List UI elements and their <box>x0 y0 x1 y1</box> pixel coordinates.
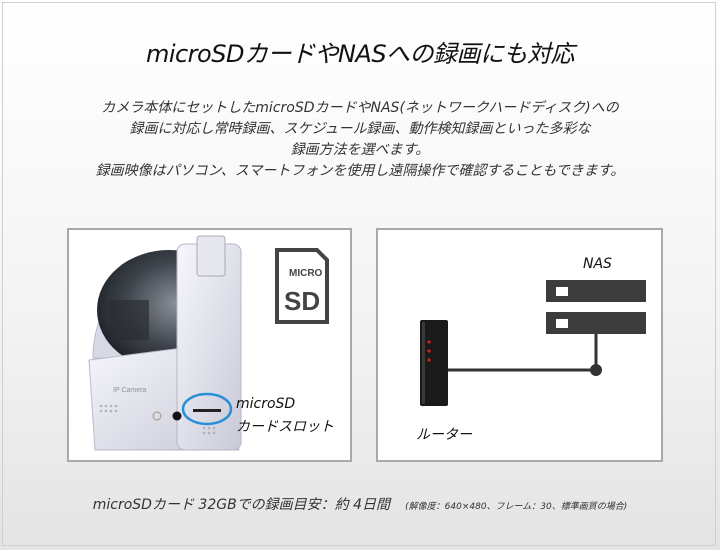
network-diagram <box>420 280 646 406</box>
speaker-grille <box>99 404 216 435</box>
recording-estimate: microSDカード 32GBでの録画目安：約 4日間 <box>92 497 391 513</box>
description-line: 録画に対応し常時録画、スケジュール録画、動作検知録画といった多彩な <box>129 121 591 137</box>
router-icon <box>420 320 448 406</box>
camera-brand-text: IP Camera <box>113 387 146 394</box>
camera-panel: IP Camera MICRO SD microSD カードスロット <box>67 228 352 462</box>
description-line: 録画方法を選べます。 <box>290 142 430 158</box>
router-label: ルーター <box>416 427 472 443</box>
sd-logo-bottom-text: SD <box>284 286 320 316</box>
antenna <box>196 235 226 277</box>
audio-jack <box>172 411 182 421</box>
nas-unit-2 <box>546 312 646 334</box>
nas-unit-1-indicator <box>556 287 568 296</box>
recording-conditions-note: (解像度：640×480、フレーム：30、標準画質の場合) <box>405 502 628 512</box>
slot-label-line2: カードスロット <box>236 419 334 435</box>
microsd-slot <box>193 409 221 412</box>
sd-logo-top-text: MICRO <box>289 268 323 279</box>
footer: microSDカード 32GBでの録画目安：約 4日間 (解像度：640×480… <box>0 494 720 514</box>
camera-illustration: IP Camera MICRO SD <box>88 235 329 451</box>
nas-unit-1 <box>546 280 646 302</box>
description-line: 録画映像はパソコン、スマートフォンを使用し遠隔操作で確認することもできます。 <box>95 163 625 179</box>
nas-label: NAS <box>583 256 612 272</box>
microsd-logo-icon <box>275 248 329 324</box>
description-line: カメラ本体にセットしたmicroSDカードやNAS(ネットワークハードディスク)… <box>101 100 619 116</box>
network-cable <box>448 330 598 372</box>
slot-label-line1: microSD <box>236 396 296 412</box>
slot-highlight-circle <box>181 392 233 426</box>
network-panel: NAS ルーター <box>376 228 663 462</box>
description: カメラ本体にセットしたmicroSDカードやNAS(ネットワークハードディスク)… <box>40 98 680 182</box>
cable-junction <box>590 364 602 376</box>
nas-unit-2-indicator <box>556 319 568 328</box>
reset-button <box>152 411 162 421</box>
page-title: microSDカードやNASへの録画にも対応 <box>145 40 575 68</box>
